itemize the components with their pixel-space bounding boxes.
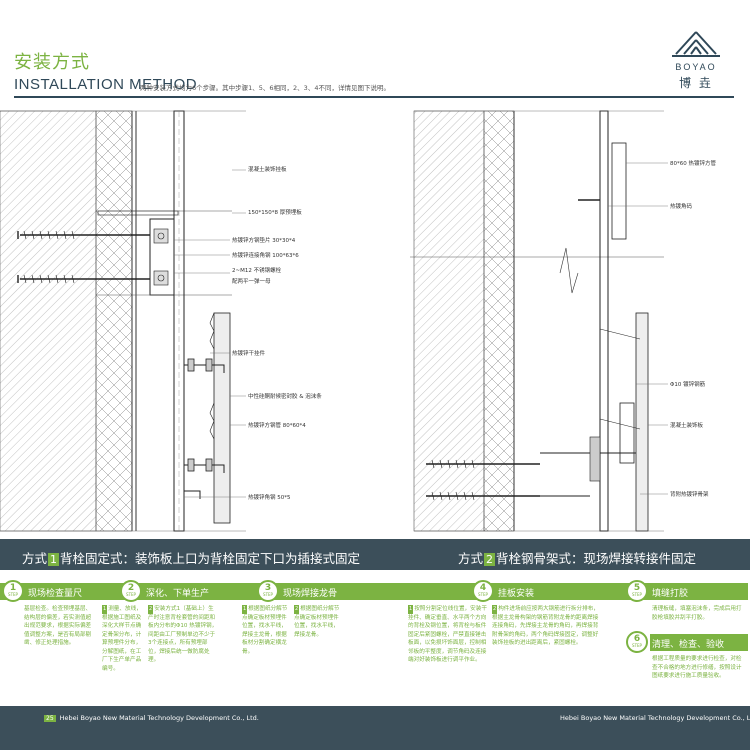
step-4-title: 挂板安装 (498, 589, 535, 599)
page-description: 两种安装方式均为6个步骤。其中步骤1、5、6相同，2、3、4不同，详情见图下说明… (140, 84, 390, 92)
label-steel-shim: 热镀锌方钢垫片 30*30*4 (232, 238, 296, 244)
step-3-title: 现场焊接龙骨 (283, 589, 338, 599)
step-1-text: 基层检查。检查预埋基层、结构层的偏差，若实测值超出规范要求，根据实际偏差值调整方… (24, 606, 92, 646)
step-6-band (650, 634, 748, 651)
step-6-text: 根据工程质量的要求进行检查，对检查不合格的地方进行修缮，按照设计图纸要求进行施工… (652, 656, 742, 679)
step-6-number: 6 (633, 634, 641, 644)
step-1-badge: 1 STEP (2, 580, 24, 602)
right-section-drawing (410, 110, 668, 532)
footer-company-right: Hebei Boyao New Material Technology Deve… (560, 714, 750, 722)
method-1-text: 背栓固定式：装饰板上口为背栓固定下口为插接式固定 (60, 551, 361, 566)
step-2-badge: 2 STEP (120, 580, 142, 602)
step-5-band (650, 583, 748, 600)
step-1-title: 现场检查量尺 (28, 589, 83, 599)
page-title-cn: 安装方式 (14, 52, 90, 73)
step-4-word: STEP (478, 592, 488, 597)
method-1-number: 1 (48, 553, 60, 566)
step-6-word: STEP (632, 643, 642, 648)
method-2-prefix: 方式 (458, 551, 484, 566)
header-divider (14, 96, 734, 98)
step-5-title: 填缝打胶 (652, 589, 689, 599)
label-concrete-panel: 混凝土装饰挂板 (248, 167, 287, 173)
step-3-word: STEP (263, 592, 273, 597)
label-angle-code: 热镀角码 (670, 204, 693, 210)
step-5-word: STEP (632, 592, 642, 597)
label-embed-plate: 150*150*8 厚预埋板 (248, 210, 302, 216)
step-1-number: 1 (9, 583, 17, 593)
left-section-drawing (0, 110, 246, 532)
label-angle-steel: 热镀锌角钢 50*5 (248, 495, 291, 501)
installation-steps: 1 STEP 现场检查量尺 基层检查。检查预埋基层、结构层的偏差，若实测值超出规… (0, 575, 750, 705)
step-4-badge: 4 STEP (472, 580, 494, 602)
method-1-prefix: 方式 (22, 551, 48, 566)
label-rebar: Φ10 镀锌钢筋 (670, 382, 706, 388)
method-2-number: 2 (484, 553, 496, 566)
logo-text-cn: 博 垚 (679, 76, 713, 90)
step-2-number: 2 (127, 583, 135, 593)
step-4-number: 4 (479, 583, 487, 593)
footer-company-left: Hebei Boyao New Material Technology Deve… (59, 714, 259, 722)
company-logo: BOYAO 博 垚 (664, 28, 728, 96)
label-connecting-angle: 热镀锌连接角钢 100*63*6 (232, 253, 299, 259)
step-2-word: STEP (126, 592, 136, 597)
page-title-en: INSTALLATION METHOD (14, 76, 198, 93)
section-drawing-svg (0, 110, 668, 532)
step-1-word: STEP (8, 592, 18, 597)
logo-text-en: BOYAO (675, 62, 717, 72)
step-5-text: 清理板缝，填塞泡沫条，完成后用打胶枪填胶并刮平打胶。 (652, 606, 742, 621)
label-back-frame: 背附热镀锌骨架 (670, 492, 709, 498)
label-bolt: 2~M12 不锈钢螺栓 (232, 268, 282, 274)
label-washer: 配两平一弹一母 (232, 279, 271, 285)
label-sealant: 中性硅酮耐候密封胶 & 泡沫条 (248, 394, 322, 400)
label-steel-tube: 热镀锌方钢管 80*60*4 (248, 423, 306, 429)
step-2-title: 深化、下单生产 (146, 589, 210, 599)
method-2-text: 背栓钢骨架式：现场焊接转接件固定 (496, 551, 697, 566)
step-6-title: 清理、检查、验收 (652, 640, 725, 650)
steps-band (0, 583, 668, 600)
step-5-badge: 5 STEP (626, 580, 648, 602)
step-3-number: 3 (264, 583, 272, 593)
installation-drawing: 混凝土装饰挂板 150*150*8 厚预埋板 热镀锌方钢垫片 30*30*4 热… (0, 103, 750, 539)
step-5-number: 5 (633, 583, 641, 593)
label-concrete-board: 混凝土装饰板 (670, 423, 704, 429)
page-number-left: 25 (44, 715, 56, 722)
label-square-tube: 80*60 热镀锌方管 (670, 161, 716, 167)
step-3-badge: 3 STEP (257, 580, 279, 602)
label-hanger: 热镀锌干挂件 (232, 351, 266, 357)
footer-right: Hebei Boyao New Material Technology Deve… (560, 714, 750, 722)
logo-mark-icon (672, 31, 720, 57)
step-6-badge: 6 STEP (626, 631, 648, 653)
